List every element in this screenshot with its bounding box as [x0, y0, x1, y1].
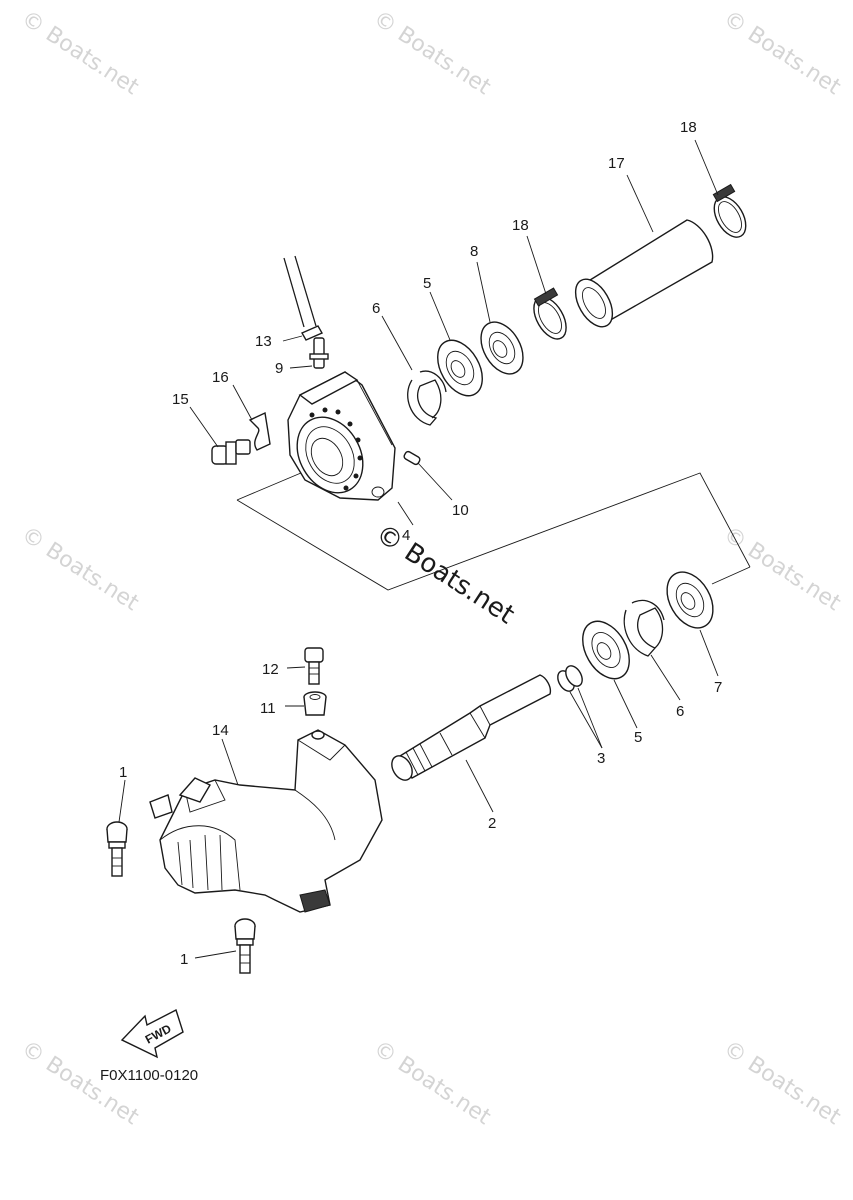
callout-18-top: 18 [680, 119, 697, 136]
callout-18-mid: 18 [512, 217, 529, 234]
watermark: © Boats.net [719, 522, 845, 616]
callouts: 18 17 18 8 5 6 13 9 16 15 10 4 12 11 14 … [119, 119, 722, 968]
callout-11: 11 [260, 700, 276, 717]
fwd-arrow-icon: FWD [120, 1008, 184, 1059]
watermark: © Boats.net [17, 522, 143, 616]
clip-13 [301, 325, 323, 341]
bearing-5-upper [437, 339, 483, 397]
callout-1-lower: 1 [180, 951, 188, 968]
circlip-6-lower [623, 599, 665, 657]
callout-6-lower: 6 [676, 703, 684, 720]
bolt-1-upper [106, 821, 128, 877]
circlip-6-upper [407, 370, 447, 426]
leader-lines [118, 139, 719, 959]
watermark: © Boats.net [369, 1036, 495, 1130]
drawing-code: F0X1100-0120 [100, 1067, 198, 1084]
callout-12: 12 [262, 661, 279, 678]
callout-16: 16 [212, 369, 229, 386]
callout-17: 17 [608, 155, 625, 172]
watermark: © Boats.net [369, 6, 495, 100]
watermark: © Boats.net [17, 6, 143, 100]
cable [283, 255, 317, 328]
bushing-11 [303, 691, 327, 716]
bearing-5-lower [582, 620, 630, 680]
hose-clamp-18-top [712, 183, 747, 238]
bolt-12 [304, 647, 324, 685]
callout-10: 10 [452, 502, 469, 519]
assembly-outline [236, 469, 751, 591]
housing-4 [287, 371, 396, 501]
o-rings-3 [557, 665, 583, 692]
watermark: © Boats.net [719, 1036, 845, 1130]
center-watermark: © Boats.net [370, 519, 519, 631]
callout-13: 13 [255, 333, 272, 350]
callout-5-upper: 5 [423, 275, 431, 292]
watermarks: © Boats.net © Boats.net © Boats.net © Bo… [17, 6, 845, 1130]
bolt-15 [211, 439, 251, 465]
callout-9: 9 [275, 360, 283, 377]
bolt-1-lower [234, 918, 256, 974]
cover-14 [149, 729, 383, 913]
callout-14: 14 [212, 722, 229, 739]
shaft-2 [391, 674, 552, 781]
callout-1-upper: 1 [119, 764, 127, 781]
hose-17 [574, 219, 714, 328]
callout-3: 3 [597, 750, 605, 767]
callout-6-upper: 6 [372, 300, 380, 317]
callout-2: 2 [488, 815, 496, 832]
callout-4: 4 [402, 527, 410, 544]
pin-10 [403, 450, 421, 466]
callout-5-lower: 5 [634, 729, 642, 746]
hose-clamp-18-mid [533, 287, 567, 340]
watermark: © Boats.net [719, 6, 845, 100]
plate-16 [248, 411, 271, 451]
callout-15: 15 [172, 391, 189, 408]
callout-7: 7 [714, 679, 722, 696]
bearing-8 [480, 321, 524, 375]
bearing-7 [666, 571, 714, 629]
callout-8: 8 [470, 243, 478, 260]
fitting-9 [309, 337, 329, 369]
